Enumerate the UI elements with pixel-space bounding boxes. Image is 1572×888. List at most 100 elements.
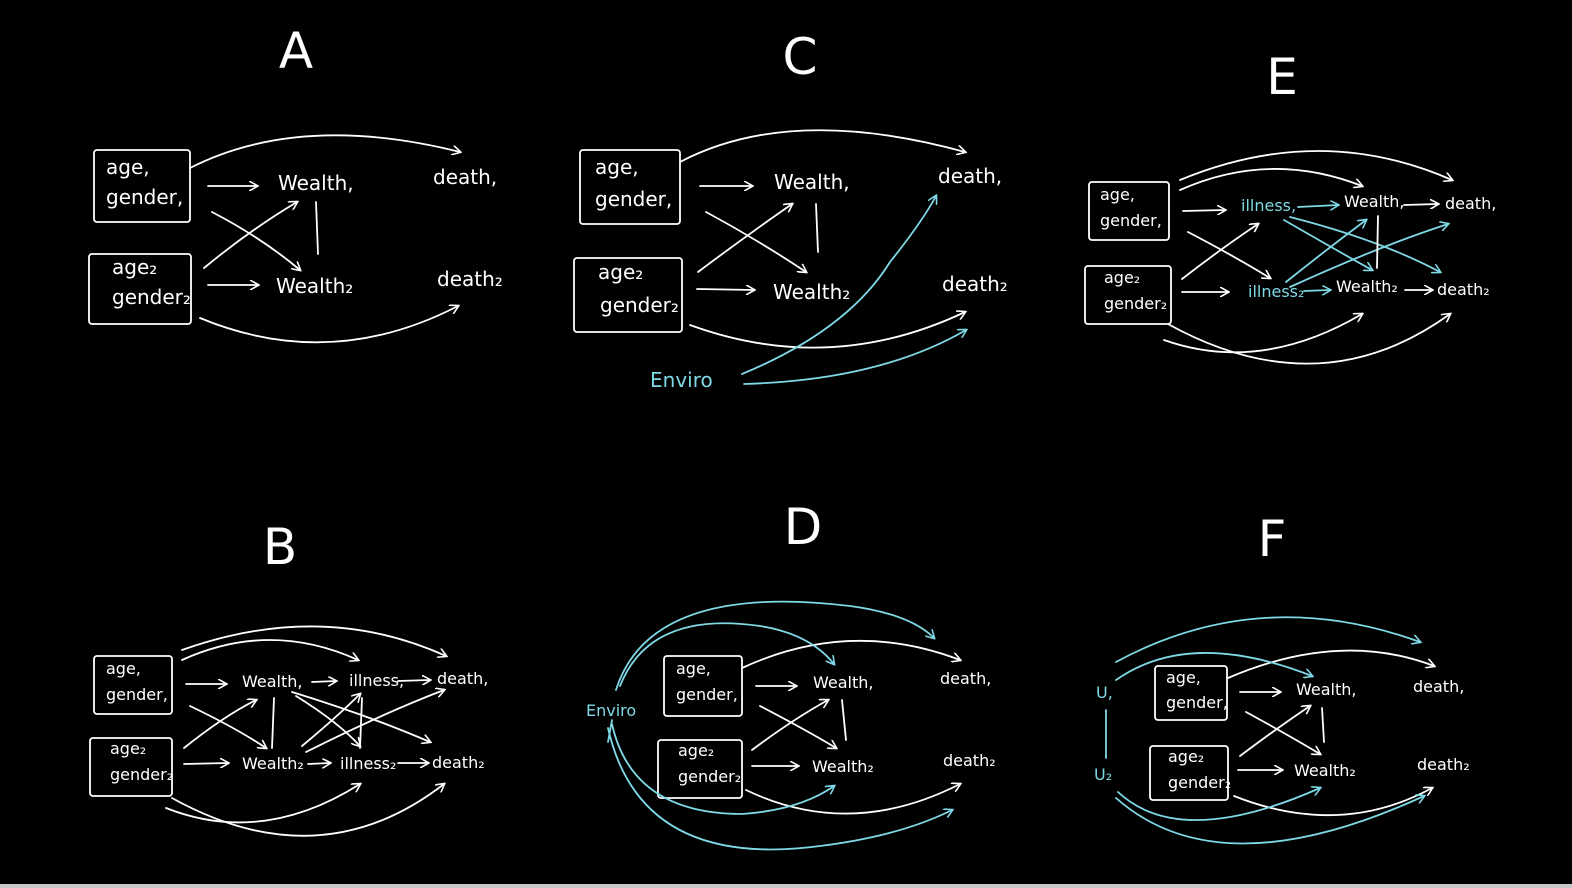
illness-edge — [1289, 224, 1448, 288]
covariate-box-1 — [1088, 181, 1170, 241]
node-death-2: death₂ — [432, 753, 485, 772]
edge — [1403, 204, 1438, 205]
node-age-2: age₂ — [110, 739, 146, 758]
node-gender-2: gender₂ — [678, 767, 741, 786]
node-age-1: age, — [106, 659, 141, 678]
node-age-2: age₂ — [598, 260, 643, 284]
panel-e: E age, gender, age₂ gender₂ illness, ill… — [1084, 48, 1496, 365]
edge — [1182, 210, 1225, 211]
edge — [751, 700, 828, 751]
node-gender-2: gender₂ — [600, 293, 679, 317]
node-wealth-2: Wealth₂ — [1294, 761, 1356, 780]
edge — [705, 211, 806, 272]
edge — [307, 763, 330, 764]
edges — [679, 129, 966, 385]
edge — [305, 690, 444, 753]
node-death-1: death, — [437, 669, 488, 688]
edges — [1105, 616, 1434, 845]
edge — [311, 681, 336, 682]
node-gender-2: gender₂ — [110, 765, 173, 784]
node-wealth-1: Wealth, — [813, 673, 873, 692]
enviro-edge — [741, 196, 936, 375]
covariate-box-2 — [573, 257, 683, 333]
node-death-1: death, — [938, 164, 1002, 188]
enviro-edge — [615, 600, 934, 691]
node-age-1: age, — [106, 155, 150, 179]
node-gender-2: gender₂ — [112, 285, 191, 309]
covariate-box-1 — [93, 655, 173, 715]
node-enviro: Enviro — [650, 368, 713, 392]
edge — [1163, 314, 1362, 354]
edge — [1233, 788, 1432, 817]
edge — [1187, 231, 1270, 278]
node-age-1: age, — [595, 155, 639, 179]
node-death-1: death, — [940, 669, 991, 688]
edge — [1227, 649, 1434, 679]
edge — [181, 625, 446, 656]
edge — [1181, 224, 1258, 280]
edge — [689, 312, 965, 349]
node-gender-1: gender, — [106, 185, 183, 209]
covariate-box-1 — [663, 655, 743, 717]
covariate-box-2 — [89, 737, 173, 797]
node-death-2: death₂ — [437, 267, 503, 291]
edge — [1179, 168, 1362, 191]
covariate-box-1 — [93, 149, 191, 223]
illness-edge — [1297, 205, 1338, 207]
node-gender-1: gender, — [676, 685, 738, 704]
edge — [359, 697, 363, 749]
node-illness-2: illness₂ — [340, 754, 396, 773]
panel-letter: B — [263, 518, 297, 576]
node-wealth-2: Wealth₂ — [812, 757, 874, 776]
edge — [211, 211, 300, 270]
node-death-1: death, — [1445, 194, 1496, 213]
node-age-2: age₂ — [1104, 268, 1140, 287]
covariate-box-1 — [1154, 665, 1228, 721]
illness-edge — [1303, 290, 1330, 291]
window-bottom-edge — [0, 884, 1572, 888]
edge — [203, 202, 297, 269]
edge — [841, 699, 847, 741]
edges — [189, 134, 460, 344]
node-gender-1: gender, — [595, 187, 672, 211]
node-age-2: age₂ — [112, 255, 157, 279]
enviro-edge — [743, 330, 966, 385]
node-enviro: Enviro — [586, 701, 636, 720]
covariate-box-2 — [1149, 745, 1229, 801]
edge — [199, 306, 458, 344]
illness-edge — [1285, 220, 1366, 283]
node-death-2: death₂ — [1417, 755, 1470, 774]
edge — [271, 697, 275, 749]
node-gender-1: gender, — [1166, 693, 1228, 712]
node-age-1: age, — [1166, 668, 1201, 687]
node-wealth-1: Wealth, — [774, 170, 850, 194]
edge — [189, 705, 266, 748]
node-gender-2: gender₂ — [1168, 773, 1231, 792]
edge — [745, 784, 960, 815]
node-gender-1: gender, — [1100, 211, 1162, 230]
panel-f: F age, gender, age₂ gender₂ Wealth, Weal… — [1094, 510, 1470, 845]
node-wealth-1: Wealth, — [278, 171, 354, 195]
enviro-edge — [607, 727, 952, 851]
u-edge — [1117, 788, 1320, 821]
node-age-2: age₂ — [1168, 747, 1204, 766]
enviro-edge — [611, 723, 834, 815]
node-death-2: death₂ — [943, 751, 996, 770]
node-death-1: death, — [1413, 677, 1464, 696]
covariate-box-2 — [1084, 265, 1172, 325]
edge — [696, 289, 754, 290]
node-wealth-1: Wealth, — [1344, 192, 1404, 211]
node-gender-1: gender, — [106, 685, 168, 704]
panel-c: C age, gender, age₂ gender₂ Wealth, Weal… — [573, 28, 1008, 392]
node-wealth-1: Wealth, — [242, 672, 302, 691]
edge — [171, 784, 444, 837]
node-wealth-2: Wealth₂ — [773, 280, 850, 304]
u-edge — [1115, 616, 1420, 663]
edge — [697, 204, 792, 273]
covariate-box-1 — [579, 149, 681, 225]
covariate-box-2 — [88, 253, 192, 325]
edges — [1163, 150, 1452, 365]
edge — [397, 680, 430, 681]
edges — [607, 600, 960, 851]
